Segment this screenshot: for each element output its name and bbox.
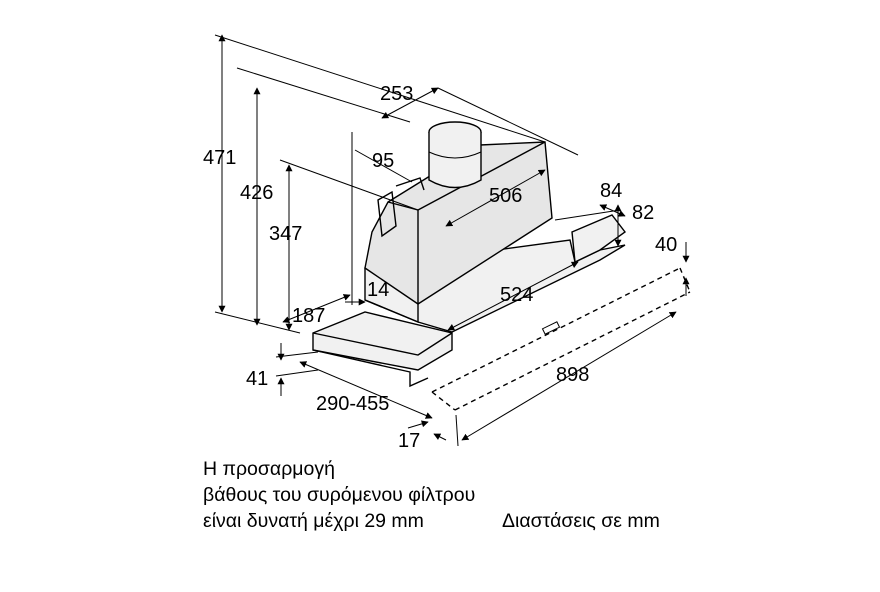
dim-290-455: 290-455 bbox=[316, 393, 389, 415]
dim-41: 41 bbox=[246, 368, 268, 390]
dimension-lines bbox=[214, 34, 690, 447]
ext-41-top bbox=[275, 351, 319, 358]
dim-82: 82 bbox=[632, 202, 654, 224]
dim-line-506 bbox=[445, 169, 546, 227]
dim-14: 14 bbox=[367, 279, 389, 301]
ext-347-top bbox=[279, 159, 419, 211]
left-bracket bbox=[377, 190, 397, 238]
filter-tray-edge bbox=[312, 332, 453, 356]
dim-524: 524 bbox=[500, 284, 533, 306]
dim-426: 426 bbox=[240, 182, 273, 204]
dim-187: 187 bbox=[292, 305, 325, 327]
dimension-labels: 471 426 347 253 95 506 84 82 40 524 14 1… bbox=[203, 83, 677, 452]
dim-line-95 bbox=[354, 149, 413, 183]
lower-body-edge bbox=[364, 299, 419, 324]
dim-253: 253 bbox=[380, 83, 413, 105]
dim-506: 506 bbox=[489, 185, 522, 207]
dim-95: 95 bbox=[372, 150, 394, 172]
cabinet-edge-dashed-start bbox=[431, 391, 456, 411]
dim-line-290-455 bbox=[299, 361, 433, 419]
cabinet-edge-dashed-end bbox=[679, 267, 691, 293]
dim-17: 17 bbox=[398, 430, 420, 452]
note-line-2: βάθους του συρόμενου φίλτρου bbox=[203, 484, 476, 506]
ext-253 bbox=[437, 87, 579, 156]
ext-471-top bbox=[214, 34, 546, 143]
dim-line-84 bbox=[599, 204, 626, 217]
dim-471: 471 bbox=[203, 147, 236, 169]
note-line-1: Η προσαρμογή bbox=[203, 458, 335, 480]
left-bracket-upper bbox=[395, 177, 425, 191]
units-note: Διαστάσεις σε mm bbox=[502, 510, 660, 532]
ext-426-top bbox=[236, 67, 411, 123]
right-end-module bbox=[571, 214, 626, 264]
ext-898-left bbox=[455, 414, 459, 447]
dim-line-898 bbox=[461, 311, 677, 441]
ext-41-bottom bbox=[275, 369, 319, 377]
dim-line-187 bbox=[282, 294, 351, 323]
dim-40: 40 bbox=[655, 234, 677, 256]
dim-line-17-left bbox=[407, 420, 429, 429]
note-line-3: είναι δυνατή μέχρι 29 mm bbox=[203, 510, 424, 532]
hood-outline bbox=[312, 121, 691, 411]
dim-347: 347 bbox=[269, 223, 302, 245]
control-slot bbox=[541, 321, 561, 335]
pipe-body bbox=[428, 132, 482, 189]
dim-898: 898 bbox=[556, 364, 589, 386]
dim-84: 84 bbox=[600, 180, 622, 202]
dim-line-17-right bbox=[433, 433, 447, 441]
dim-line-253 bbox=[381, 87, 439, 119]
pipe-ring bbox=[428, 151, 482, 159]
